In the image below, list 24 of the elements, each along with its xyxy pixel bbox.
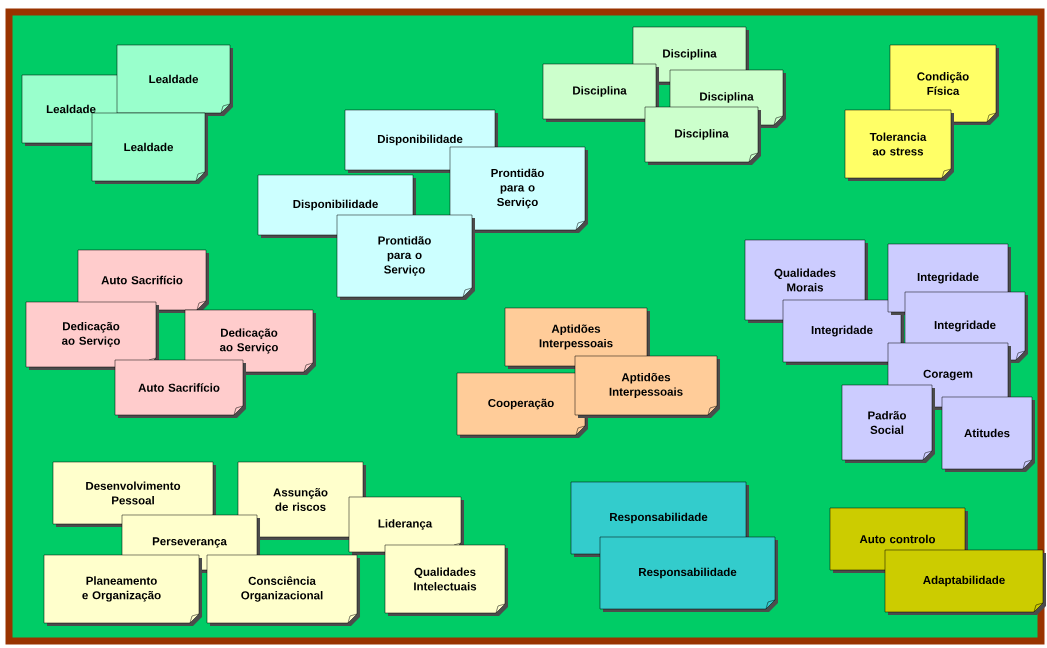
sticky-note: Consciência Organizacional bbox=[206, 554, 360, 626]
sticky-note: Atitudes bbox=[941, 396, 1035, 472]
sticky-note: Prontidão para o Serviço bbox=[336, 214, 475, 300]
sticky-note: Lealdade bbox=[91, 112, 208, 184]
sticky-note: Lealdade bbox=[116, 44, 233, 116]
sticky-note: Qualidades Intelectuais bbox=[384, 544, 508, 616]
sticky-note: Cooperação bbox=[456, 372, 588, 438]
sticky-note: Prontidão para o Serviço bbox=[449, 146, 588, 233]
sticky-note: Aptidões Interpessoais bbox=[504, 307, 650, 369]
sticky-note: Adaptabilidade bbox=[884, 549, 1046, 615]
sticky-note: Integridade bbox=[782, 299, 904, 365]
sticky-note: Auto Sacrifício bbox=[77, 249, 209, 313]
sticky-note: Tolerancia ao stress bbox=[844, 109, 954, 181]
sticky-note: Auto Sacrifício bbox=[114, 359, 246, 418]
sticky-note: Dedicação ao Serviço bbox=[25, 301, 159, 370]
sticky-note: Aptidões Interpessoais bbox=[574, 355, 720, 418]
sticky-note: Disciplina bbox=[644, 106, 761, 165]
sticky-note: Liderança bbox=[348, 496, 464, 555]
sticky-note: Dedicação ao Serviço bbox=[184, 309, 316, 375]
sticky-note: Disciplina bbox=[542, 63, 659, 122]
sticky-note: Responsabilidade bbox=[599, 536, 778, 612]
sticky-note: Planeamento e Organização bbox=[43, 554, 202, 626]
sticky-note: Desenvolvimento Pessoal bbox=[52, 461, 216, 527]
sticky-note: Padrão Social bbox=[841, 384, 935, 463]
